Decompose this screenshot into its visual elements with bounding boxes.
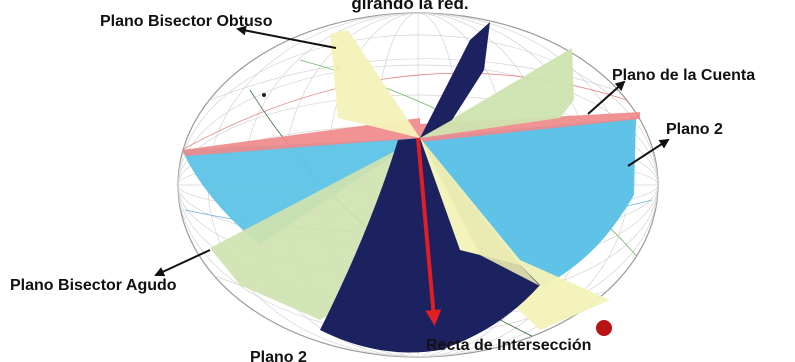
label-plano-2-bottom: Plano 2 bbox=[250, 349, 307, 362]
label-plano-bisector-agudo: Plano Bisector Agudo bbox=[10, 277, 177, 294]
plano-de-la-cuenta-surface bbox=[182, 118, 420, 156]
plano-bisector-agudo-arrow bbox=[154, 249, 211, 277]
diagram-title: girando la red. bbox=[351, 0, 468, 13]
plano-bisector-agudo-surface bbox=[420, 48, 574, 138]
label-recta-de-interseccion: Recta de Intersección bbox=[426, 337, 591, 354]
label-plano-2-right: Plano 2 bbox=[666, 121, 723, 138]
label-plano-bisector-obtuso: Plano Bisector Obtuso bbox=[100, 13, 273, 30]
plano-bisector-obtuso-surface bbox=[330, 30, 420, 138]
plano-bisector-obtuso-arrow bbox=[236, 25, 337, 49]
plano-de-la-cuenta-arrow bbox=[587, 80, 626, 115]
recta-de-interseccion-line bbox=[416, 137, 442, 326]
pole-marker bbox=[596, 320, 612, 336]
plano-2-dark-surface bbox=[420, 22, 490, 138]
plano-2-right-arrow bbox=[627, 138, 670, 167]
label-plano-de-la-cuenta: Plano de la Cuenta bbox=[612, 67, 755, 84]
